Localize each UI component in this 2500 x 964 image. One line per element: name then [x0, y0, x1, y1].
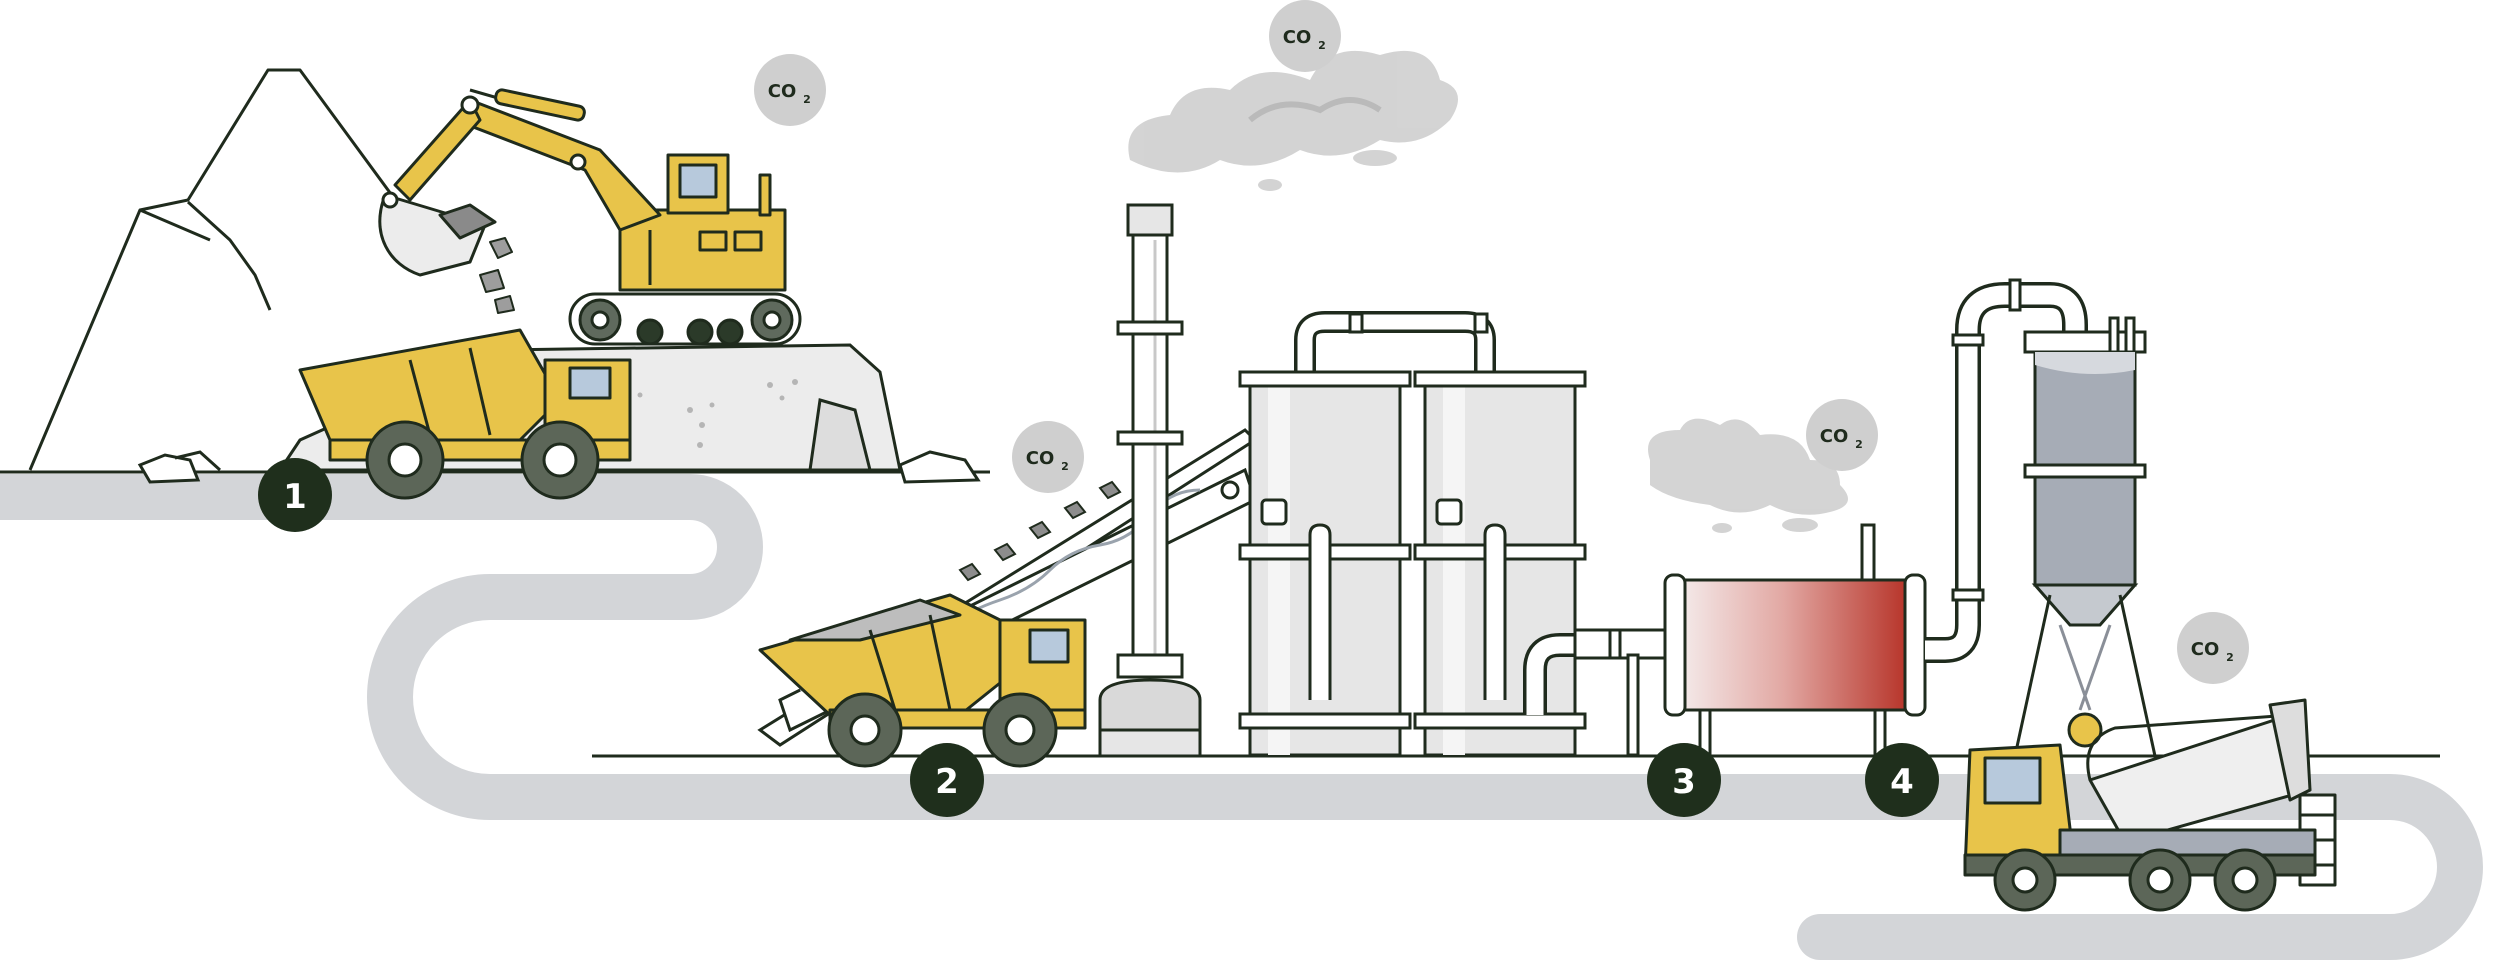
- step-badge-4: 4: [1865, 743, 1939, 817]
- svg-text:2: 2: [1061, 460, 1069, 473]
- svg-text:CO: CO: [768, 81, 797, 102]
- svg-text:4: 4: [1890, 762, 1914, 802]
- svg-text:2: 2: [935, 762, 959, 802]
- co2-bubble-mixer: CO 2: [2177, 612, 2249, 684]
- svg-text:1: 1: [283, 477, 307, 517]
- cement-silo: [2013, 316, 2157, 757]
- step-badge-1: 1: [258, 458, 332, 532]
- co2-bubble-kiln: CO 2: [1806, 399, 1878, 471]
- quarry-mountain: [28, 68, 412, 471]
- co2-bubble-excavator: CO 2: [754, 54, 826, 126]
- svg-text:2: 2: [1318, 39, 1326, 52]
- cement-mixer-truck: [1963, 698, 2337, 912]
- svg-text:CO: CO: [1820, 426, 1849, 447]
- svg-text:CO: CO: [1283, 27, 1312, 48]
- svg-text:CO: CO: [1026, 448, 1055, 469]
- excavator: [378, 88, 802, 346]
- step-badge-3: 3: [1647, 743, 1721, 817]
- step-badge-2: 2: [910, 743, 984, 817]
- dump-truck-1: [298, 328, 632, 500]
- smoke-cloud-chimney: [1128, 50, 1458, 191]
- preheater-towers: [1238, 311, 1587, 757]
- co2-bubble-chimney: CO 2: [1269, 0, 1341, 72]
- svg-text:2: 2: [803, 93, 811, 106]
- dump-truck-2: [758, 593, 1087, 768]
- chimney-stack: [1098, 203, 1202, 758]
- svg-text:3: 3: [1672, 762, 1696, 802]
- smoke-cloud-kiln: [1648, 418, 1848, 533]
- rotary-kiln: [1663, 523, 1927, 757]
- silo-feed-pipe: [1925, 278, 2088, 663]
- winding-road: [0, 474, 2483, 960]
- co2-bubble-conveyor: CO 2: [1012, 421, 1084, 493]
- svg-text:2: 2: [2226, 651, 2234, 664]
- svg-text:2: 2: [1855, 438, 1863, 451]
- svg-text:CO: CO: [2191, 639, 2220, 660]
